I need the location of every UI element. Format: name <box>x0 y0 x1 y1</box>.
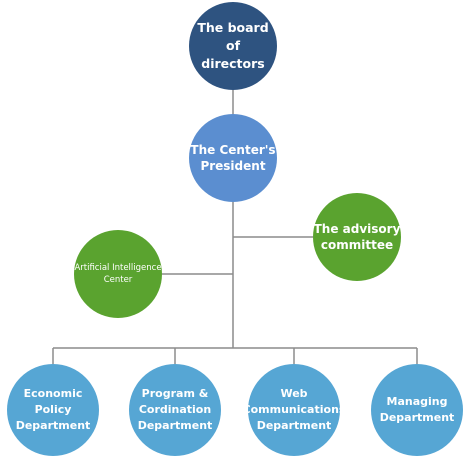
web-communications-department-label: Web Communications Department <box>242 387 346 432</box>
center-president-node: The Center's President <box>189 114 277 202</box>
program-cordination-department-label: Program & Cordination Department <box>137 387 213 432</box>
advisory-committee-node: The advisory committee <box>313 193 401 281</box>
web-communications-department-node: Web Communications Department <box>243 364 345 456</box>
ai-center-label: Artificial Intelligence Center <box>74 262 162 285</box>
economic-policy-department-node: Economic Policy Department <box>7 364 99 456</box>
economic-policy-department-label: Economic Policy Department <box>15 387 91 432</box>
ai-center-node: Artificial Intelligence Center <box>74 230 162 318</box>
board-of-directors-label: The board of directors <box>197 19 269 72</box>
managing-department-label: Managing Department <box>379 395 455 424</box>
program-cordination-department-node: Program & Cordination Department <box>129 364 221 456</box>
center-president-label: The Center's President <box>190 142 276 173</box>
board-of-directors-node: The board of directors <box>189 2 277 90</box>
managing-department-node: Managing Department <box>371 364 463 456</box>
advisory-committee-label: The advisory committee <box>313 221 401 252</box>
